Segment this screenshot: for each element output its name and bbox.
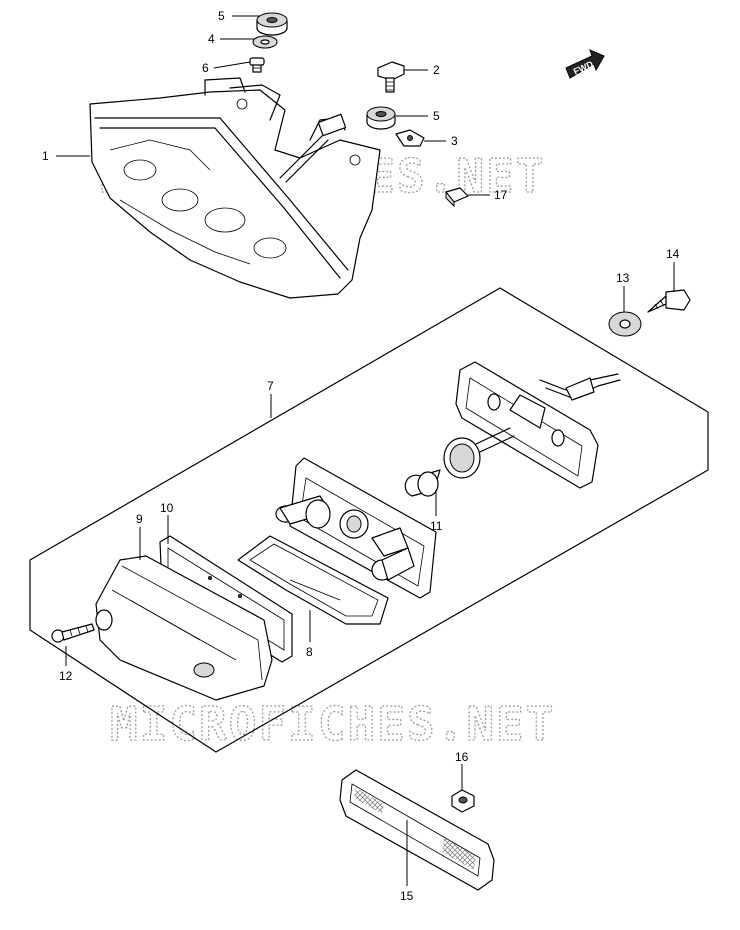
callout-lines <box>56 15 675 886</box>
grommet-5a <box>256 12 288 36</box>
callout-9: 9 <box>136 512 143 526</box>
callout-14: 14 <box>666 247 680 261</box>
callout-4: 4 <box>208 32 215 46</box>
callout-12: 12 <box>59 669 73 683</box>
taillight-housing <box>89 77 381 299</box>
assembly-7-outline <box>29 287 709 753</box>
washer-13 <box>608 311 642 337</box>
grommet-5b <box>366 106 396 130</box>
reflector-15 <box>339 769 495 891</box>
watermark-bottom: MICROFICHES.NET <box>110 697 555 751</box>
callout-5b: 5 <box>433 109 440 123</box>
bolt-6 <box>249 57 265 73</box>
callout-17: 17 <box>494 188 508 202</box>
callout-labels: 5 4 6 2 5 3 1 17 14 13 7 11 10 9 8 12 16… <box>42 9 680 903</box>
callout-15: 15 <box>400 889 414 903</box>
callout-1: 1 <box>42 149 49 163</box>
screw-12 <box>51 623 95 643</box>
socket-plate <box>455 361 621 489</box>
callout-5a: 5 <box>218 9 225 23</box>
screw-14 <box>647 289 691 313</box>
callout-16: 16 <box>455 750 469 764</box>
lamp-holder-bracket <box>275 457 437 599</box>
callout-7: 7 <box>267 379 274 393</box>
callout-8: 8 <box>306 645 313 659</box>
callout-10: 10 <box>160 501 174 515</box>
nut-16 <box>451 789 475 813</box>
lens-9 <box>95 555 273 701</box>
bulb-socket-11 <box>404 427 515 497</box>
clip-nut-3 <box>395 129 425 147</box>
spacer-17 <box>445 187 469 208</box>
screw-2 <box>377 61 405 93</box>
callout-6: 6 <box>202 61 209 75</box>
fwd-arrow-icon: FWD <box>565 49 605 79</box>
callout-3: 3 <box>451 134 458 148</box>
washer-4 <box>252 35 278 49</box>
callout-2: 2 <box>433 63 440 77</box>
lens-cover-8 <box>237 535 389 625</box>
callout-13: 13 <box>616 271 630 285</box>
callout-11: 11 <box>430 519 443 533</box>
